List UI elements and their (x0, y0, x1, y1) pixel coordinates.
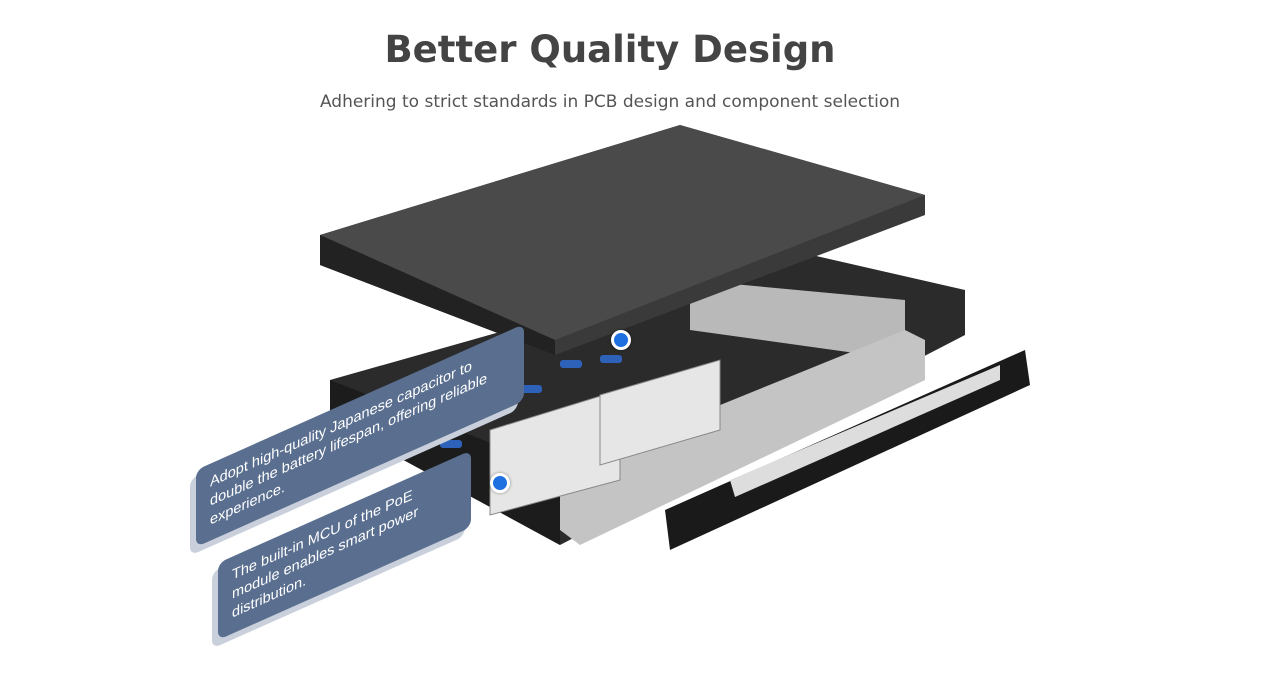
hotspot-capacitor[interactable] (611, 330, 631, 350)
page-title: Better Quality Design (384, 28, 836, 71)
hotspot-poe-mcu[interactable] (490, 473, 510, 493)
page-subtitle: Adhering to strict standards in PCB desi… (319, 92, 901, 112)
